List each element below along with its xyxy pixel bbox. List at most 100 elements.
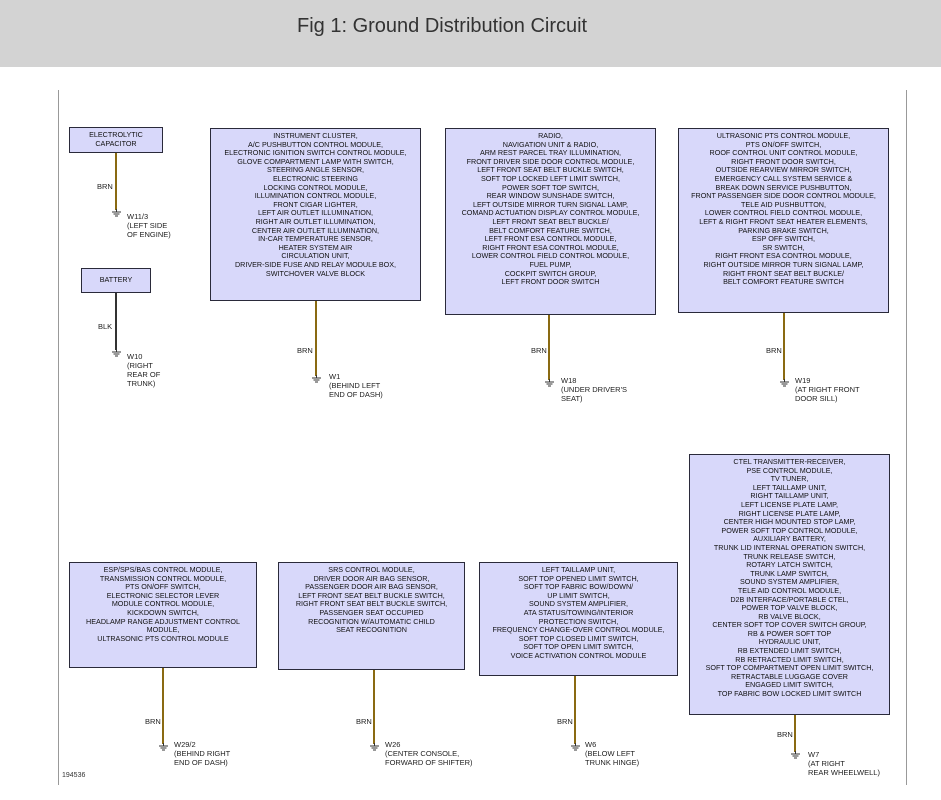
ground-location-label: W26(CENTER CONSOLE,FORWARD OF SHIFTER) [385,740,473,767]
figure-number: 194536 [62,772,86,779]
component-line: FRONT CIGAR LIGHTER, [273,199,358,209]
component-line: SOFT TOP CLOSED LIMIT SWITCH, [518,633,639,643]
component-line: CENTER AIR OUTLET ILLUMINATION, [251,225,380,235]
component-line: TELE AID CONTROL MODULE, [737,585,842,595]
component-line: ELECTRONIC SELECTOR LEVER [106,590,220,600]
component-line: RIGHT FRONT ESA CONTROL MODULE, [482,242,619,252]
ground-icon [570,743,580,751]
wire-color-label: BRN [145,717,161,726]
wire-w6 [574,676,576,744]
component-line: NAVIGATION UNIT & RADIO, [502,139,599,149]
component-line: VOICE ACTIVATION CONTROL MODULE [510,650,647,660]
wire-w19 [783,313,785,380]
ground-line: (UNDER DRIVER'S [561,385,628,394]
component-line: LEFT TAILLAMP UNIT, [752,482,827,492]
component-line: HYDRAULIC UNIT, [758,637,821,647]
ground-line: (RIGHT [127,361,153,370]
wire-color-label: BRN [557,717,573,726]
component-line: SOUND SYSTEM AMPLIFIER, [739,577,840,587]
component-line: FREQUENCY CHANGE-OVER CONTROL MODULE, [492,625,665,635]
component-line: FRONT PASSENGER SIDE DOOR CONTROL MODULE… [691,191,876,201]
component-line: LEFT LICENSE PLATE LAMP, [740,499,839,509]
ground-line: (BEHIND LEFT [329,381,381,390]
component-line: TRUNK LID INTERNAL OPERATION SWITCH, [713,542,866,552]
component-line: DRIVER-SIDE FUSE AND RELAY MODULE BOX, [234,259,397,269]
ground-icon [111,209,121,217]
component-line: LEFT AIR OUTLET ILLUMINATION, [257,208,374,218]
component-line: LOWER CONTROL FIELD CONTROL MODULE, [471,251,630,261]
wire-w29 [162,668,164,744]
component-line: RIGHT FRONT SEAT BELT BUCKLE SWITCH, [295,599,448,609]
component-line: RB & POWER SOFT TOP [747,628,832,638]
component-line: RECOGNITION W/AUTOMATIC CHILD [308,616,435,626]
wire-w1 [315,301,317,376]
component-line: RIGHT OUTSIDE MIRROR TURN SIGNAL LAMP, [703,259,864,269]
ground-line: END OF DASH) [174,758,228,767]
component-box-battery: BATTERY [81,268,151,293]
component-line: LEFT FRONT SEAT BELT BUCKLE/ [492,216,609,226]
component-line: LEFT FRONT SEAT BELT BUCKLE SWITCH, [477,165,624,175]
component-line: PASSENGER DOOR AIR BAG SENSOR, [305,582,438,592]
ground-line: W6 [585,740,597,749]
component-line: RIGHT FRONT DOOR SWITCH, [731,156,836,166]
component-line: SOUND SYSTEM AMPLIFIER, [528,599,629,609]
ground-line: W7 [808,750,820,759]
component-line: RIGHT LICENSE PLATE LAMP, [738,508,841,518]
ground-line: DOOR SILL) [795,394,838,403]
wire-color-label: BRN [766,346,782,355]
wire-w26 [373,670,375,744]
component-line: SOFT TOP OPENED LIMIT SWITCH, [518,573,639,583]
wire-color-label: BRN [356,717,372,726]
ground-icon [779,379,789,387]
ground-line: END OF DASH) [329,390,383,399]
component-line: KICKDOWN SWITCH, [127,607,199,617]
component-line: A/C PUSHBUTTON CONTROL MODULE, [248,139,383,149]
component-line: SRS CONTROL MODULE, [328,565,415,574]
wire-color-label: BRN [297,346,313,355]
component-line: TRUNK RELEASE SWITCH, [743,551,836,561]
component-line: ELECTROLYTIC [89,130,143,140]
ground-icon [158,743,168,751]
component-line: PSE CONTROL MODULE, [746,465,833,475]
component-line: MODULE, [146,625,180,635]
component-line: POWER SOFT TOP CONTROL MODULE, [721,525,858,535]
component-box-w26: SRS CONTROL MODULE,DRIVER DOOR AIR BAG S… [278,562,465,670]
component-line: LOWER CONTROL FIELD CONTROL MODULE, [704,208,863,218]
component-line: SOFT TOP FABRIC BOW/DOWN/ [523,582,634,592]
component-line: D2B INTERFACE/PORTABLE CTEL, [730,594,849,604]
component-line: COMAND ACTUATION DISPLAY CONTROL MODULE, [461,208,640,218]
component-line: IN-CAR TEMPERATURE SENSOR, [258,234,373,244]
component-line: LEFT FRONT DOOR SWITCH [501,277,600,287]
component-line: BREAK DOWN SERVICE PUSHBUTTON, [715,182,852,192]
component-line: CIRCULATION UNIT, [281,251,350,261]
wire-w7 [794,715,796,752]
component-line: ENGAGED LIMIT SWITCH, [745,680,834,690]
diagram-frame [58,90,907,785]
component-line: ELECTRONIC IGNITION SWITCH CONTROL MODUL… [224,148,407,158]
ground-line: REAR OF [127,370,161,379]
component-box-w6: LEFT TAILLAMP UNIT,SOFT TOP OPENED LIMIT… [479,562,678,676]
component-line: ULTRASONIC PTS CONTROL MODULE [97,633,229,643]
ground-line: W11/3 [127,212,149,221]
component-line: SEAT RECOGNITION [336,625,407,635]
component-line: POWER TOP VALVE BLOCK, [741,603,838,613]
component-line: MODULE CONTROL MODULE, [111,599,215,609]
component-line: RB EXTENDED LIMIT SWITCH, [737,646,842,656]
component-line: ROTARY LATCH SWITCH, [746,560,833,570]
component-line: ELECTRONIC STEERING [272,173,359,183]
component-line: TOP FABRIC BOW LOCKED LIMIT SWITCH [717,689,862,699]
component-line: BELT COMFORT FEATURE SWITCH, [489,225,612,235]
component-line: GLOVE COMPARTMENT LAMP WITH SWITCH, [237,156,394,166]
component-line: RADIO, [538,131,563,140]
ground-line: W18 [561,376,577,385]
component-line: EMERGENCY CALL SYSTEM SERVICE & [714,173,853,183]
ground-icon [311,375,321,383]
wire-capacitor [115,153,117,210]
component-line: TELE AID PUSHBUTTON, [741,199,826,209]
component-line: LEFT & RIGHT FRONT SEAT HEATER ELEMENTS, [699,216,868,226]
ground-line: TRUNK) [127,379,156,388]
component-line: TV TUNER, [770,474,809,484]
ground-line: W29/2 [174,740,196,749]
